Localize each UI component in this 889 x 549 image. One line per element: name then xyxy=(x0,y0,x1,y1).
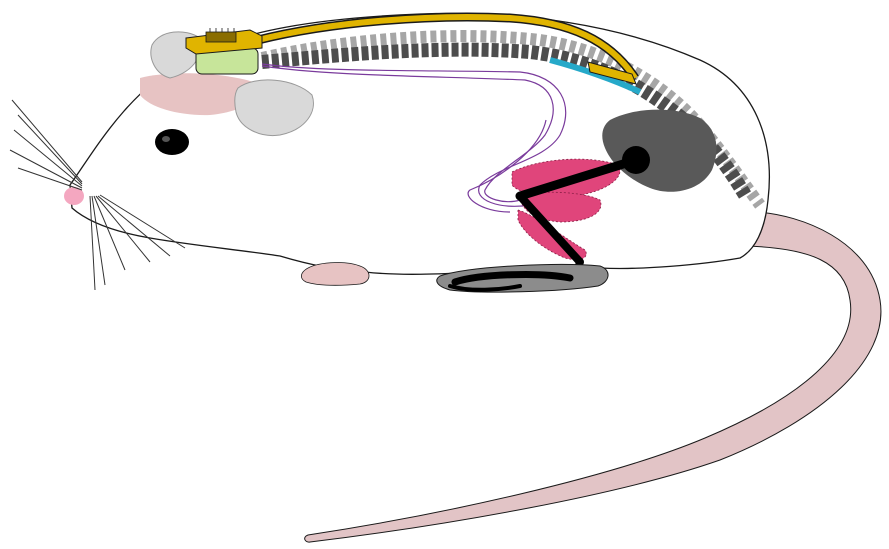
implant-pins xyxy=(210,28,234,32)
implant-chip xyxy=(206,32,236,42)
eye xyxy=(155,129,189,155)
front-paw xyxy=(301,263,369,286)
eye-highlight xyxy=(162,136,170,142)
